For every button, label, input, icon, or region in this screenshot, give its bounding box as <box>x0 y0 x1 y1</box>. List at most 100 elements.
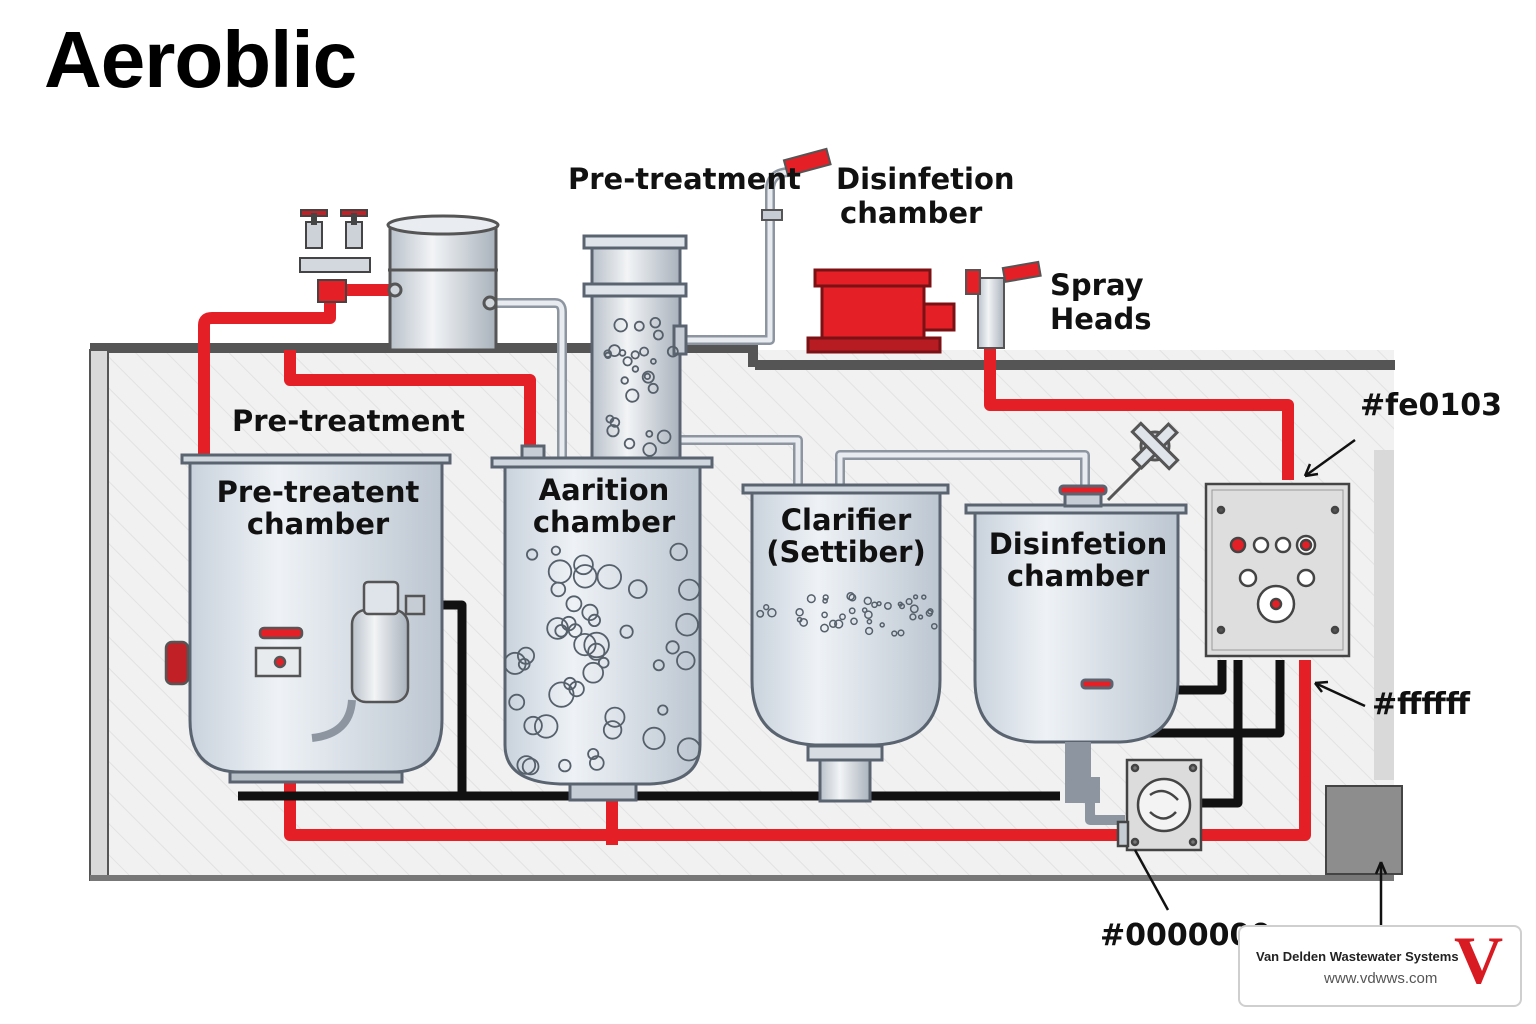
bubble <box>627 579 648 599</box>
bubble <box>669 542 688 562</box>
settling-particle <box>930 622 938 630</box>
callout-hex-white: #ffffff <box>1372 687 1471 722</box>
callout-hex-red: #fe0103 <box>1360 388 1503 423</box>
bubble <box>548 681 575 708</box>
clarifier-tank-line2: (Settiber) <box>766 535 926 570</box>
aeration-bubbles <box>503 317 701 776</box>
spray-heads-label: Spray Heads <box>1050 268 1152 336</box>
pretreatment-left-label: Pre-treatment <box>232 404 465 438</box>
callout-lines <box>1133 438 1388 925</box>
pretreatment-top-label: Pre-treatment <box>568 162 801 196</box>
bubble <box>678 578 701 601</box>
bubble <box>652 659 665 672</box>
settling-particles <box>756 592 938 637</box>
settling-particle <box>864 610 873 620</box>
inlet-drum <box>386 214 500 352</box>
settling-particle <box>909 613 917 621</box>
settling-particle <box>846 592 855 601</box>
disinfection-tank-line2: chamber <box>1006 559 1150 594</box>
settling-particle <box>864 626 874 636</box>
clarifier-tank <box>741 483 950 803</box>
aeration-tank-line1: Aarition <box>538 473 670 507</box>
settling-particle <box>848 593 857 602</box>
bubble <box>572 564 598 589</box>
settling-particle <box>883 601 892 610</box>
spray-heads-line1: Spray <box>1050 268 1144 302</box>
bubble <box>645 429 654 438</box>
settling-particle <box>927 608 934 615</box>
bubble <box>653 329 664 341</box>
settling-particle <box>763 604 770 611</box>
company-url: www.vdwws.com <box>1324 970 1438 987</box>
mixer-shaft <box>1106 421 1180 502</box>
alarm-box <box>1325 785 1403 875</box>
control-panel <box>1204 482 1351 658</box>
bubble <box>561 615 577 632</box>
disinfection-tank-line1: Disinfetion <box>988 527 1168 561</box>
bubble <box>647 382 659 394</box>
bubble <box>676 651 696 671</box>
settling-particle <box>756 609 765 618</box>
settling-particle <box>905 598 913 606</box>
inlet-valves <box>299 209 371 303</box>
bubble <box>602 720 623 740</box>
settling-particle <box>921 594 927 600</box>
settling-particle <box>806 594 816 604</box>
bubble <box>597 656 610 669</box>
bubble <box>642 442 657 457</box>
settling-particle <box>861 607 868 613</box>
clarifier-tank-line1: Clarifier <box>780 503 912 537</box>
settling-particle <box>879 622 885 628</box>
bubble <box>649 317 662 329</box>
bubble <box>581 603 599 622</box>
filter-unit <box>164 580 426 742</box>
settling-particle <box>848 607 856 615</box>
bubble <box>619 624 634 639</box>
settling-particle <box>898 603 906 610</box>
bubble <box>550 545 562 556</box>
clarifier-tank-label: Clarifier (Settiber) <box>748 504 944 569</box>
bubble <box>609 417 621 428</box>
company-logo: V <box>1454 922 1504 998</box>
settling-particle <box>839 613 846 621</box>
bubble <box>565 595 583 613</box>
bubble <box>639 346 650 357</box>
bubble <box>583 631 610 659</box>
disinfection-tank <box>964 484 1188 803</box>
settling-particle <box>897 629 905 637</box>
settling-particle <box>820 623 829 633</box>
settling-particle <box>799 617 809 627</box>
bubble <box>546 617 569 640</box>
disinfection-top-line1: Disinfetion <box>836 162 1015 196</box>
spray-head-fitting <box>761 147 1042 349</box>
blower-unit <box>806 268 956 354</box>
brand-badge: Van Delden Wastewater Systems www.vdwws.… <box>1238 922 1522 1007</box>
settling-particle <box>876 600 882 607</box>
settling-particle <box>834 619 844 629</box>
page-title: Aeroblic <box>44 15 357 104</box>
settling-particle <box>912 594 919 600</box>
bubble <box>558 758 572 773</box>
bubble <box>625 388 640 403</box>
bubble <box>657 704 669 716</box>
settling-particle <box>821 611 828 619</box>
bubble <box>596 564 623 590</box>
bubble <box>525 548 539 561</box>
settling-particle <box>850 617 858 626</box>
bubble <box>588 755 605 771</box>
bubble <box>563 676 577 691</box>
bubble <box>604 706 626 728</box>
bubble <box>666 345 679 358</box>
company-name: Van Delden Wastewater Systems <box>1256 949 1459 964</box>
bubble <box>573 554 594 576</box>
aeration-tank-label: Aarition chamber <box>506 474 702 539</box>
bubble <box>587 748 600 761</box>
bubble <box>656 429 672 445</box>
bubble <box>550 581 567 598</box>
bubble <box>623 437 636 450</box>
bubble <box>582 661 604 684</box>
bubble <box>573 632 597 657</box>
aeration-tank-line2: chamber <box>532 505 676 540</box>
bubble <box>517 657 531 671</box>
